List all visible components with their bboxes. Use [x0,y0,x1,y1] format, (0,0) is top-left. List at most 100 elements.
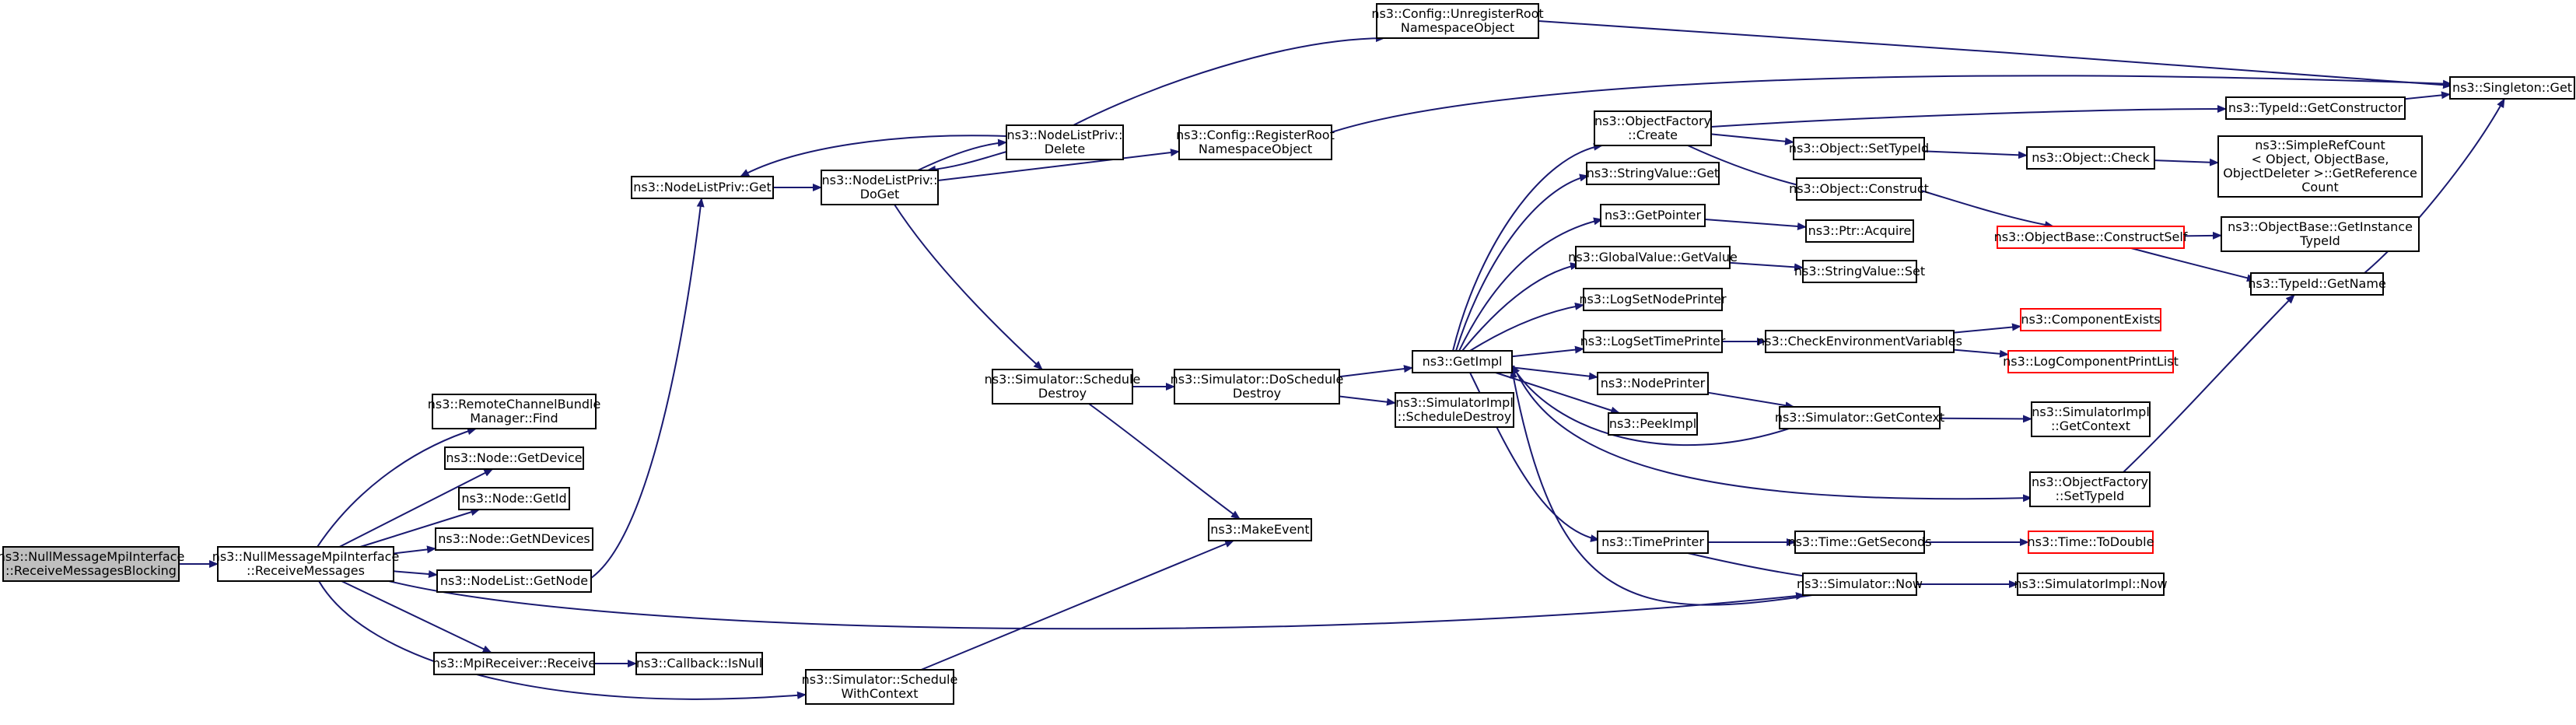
node-box [1779,406,1941,429]
graph-node[interactable]: ns3::TimePrinter [1597,531,1709,554]
edge-n29-n39 [1923,150,2028,159]
edge-n43-n38 [2364,98,2505,274]
node-box [2,546,180,582]
edge-n41-n43 [2130,247,2256,282]
node-box [1805,219,1914,243]
node-label: ns3::ObjectFactory [1594,114,1711,128]
graph-node[interactable]: ns3::Node::GetDevice [444,447,584,470]
node-label: NamespaceObject [1199,142,1312,156]
graph-node[interactable]: ns3::NullMessageMpiInterface::ReceiveMes… [0,546,184,582]
node-box [805,669,954,705]
node-label: ns3::TypeId::GetConstructor [2228,100,2403,115]
graph-node[interactable]: ns3::Callback::IsNull [635,652,763,675]
graph-node[interactable]: ns3::NodePrinter [1597,372,1709,395]
node-label: ns3::GetImpl [1423,354,1503,369]
graph-node[interactable]: ns3::TypeId::GetName [2248,272,2386,296]
graph-node[interactable]: ns3::NodeListPriv::Get [631,176,774,199]
graph-node[interactable]: ns3::GetPointer [1600,204,1706,227]
graph-node[interactable]: ns3::NodeListPriv::DoGet [821,170,939,205]
edge-n22-n31 [1704,219,1807,230]
node-box [435,527,593,551]
graph-node[interactable]: ns3::MpiReceiver::Receive [432,652,596,675]
graph-node[interactable]: ns3::Time::GetSeconds [1787,531,1932,554]
graph-node[interactable]: ns3::Ptr::Acquire [1805,219,1914,243]
node-label: ns3::Object::Construct [1789,181,1929,196]
edge-n16-n19 [1339,395,1396,406]
graph-node[interactable]: ns3::MakeEvent [1208,518,1312,541]
node-box [2449,76,2575,100]
graph-node[interactable]: ns3::GlobalValue::GetValue [1568,246,1738,269]
graph-node[interactable]: ns3::ObjectBase::ConstructSelf [1994,226,2188,249]
node-label: ns3::LogSetNodePrinter [1579,292,1727,306]
node-box [2217,135,2423,198]
graph-node[interactable]: ns3::NullMessageMpiInterface::ReceiveMes… [212,546,400,582]
graph-node[interactable]: ns3::LogSetNodePrinter [1579,288,1727,311]
node-box [1793,137,1925,160]
graph-node[interactable]: ns3::PeekImpl [1608,412,1698,436]
edge-n34-n18 [1511,365,1790,447]
graph-node[interactable]: ns3::StringValue::Set [1794,260,1925,283]
node-label: ns3::NodeListPriv:: [822,173,938,187]
graph-node[interactable]: ns3::ObjectFactory::Create [1594,110,1712,146]
graph-node[interactable]: ns3::NodeList::GetNode [436,569,592,593]
edge-n39-n40 [2154,158,2219,166]
graph-node[interactable]: ns3::GetImpl [1412,350,1513,373]
edge-n1-n4 [359,508,481,548]
graph-node[interactable]: ns3::Simulator::GetContext [1775,406,1944,429]
node-label: ns3::Simulator::Now [1797,576,1923,591]
node-label: ns3::MpiReceiver::Receive [432,656,596,671]
graph-node[interactable]: ns3::Object::Construct [1789,177,1929,201]
graph-node[interactable]: ns3::Simulator::ScheduleDestroy [985,369,1141,405]
edge-n33-n45 [1953,348,2009,358]
node-label: ObjectDeleter >::GetReference [2223,166,2417,180]
node-box [1597,372,1709,395]
graph-node[interactable]: ns3::Node::GetNDevices [435,527,593,551]
node-box [1586,162,1720,185]
graph-node[interactable]: ns3::StringValue::Get [1586,162,1720,185]
graph-node[interactable]: ns3::ComponentExists [2020,308,2161,331]
node-label: ::ScheduleDestroy [1398,409,1512,424]
graph-node[interactable]: ns3::LogSetTimePrinter [1580,330,1726,353]
node-label: ::Create [1628,128,1678,142]
graph-node[interactable]: ns3::ObjectFactory::SetTypeId [2029,471,2151,507]
node-label: ns3::ObjectFactory [2032,475,2148,489]
node-box [1575,246,1731,269]
node-label: Destroy [1038,386,1087,401]
graph-node[interactable]: ns3::Singleton::Get [2449,76,2575,100]
node-box [2028,531,2154,554]
graph-node[interactable]: ns3::SimulatorImpl::GetContext [2031,401,2151,437]
graph-node[interactable]: ns3::LogComponentPrintList [2003,350,2179,373]
node-box [635,652,763,675]
node-label: ns3::SimulatorImpl [1395,395,1514,410]
graph-node[interactable]: ns3::CheckEnvironmentVariables [1757,330,1962,353]
edge-n18-n23 [1461,262,1580,352]
edge-n1-n36 [388,580,1805,630]
node-box [1174,369,1340,405]
graph-node[interactable]: ns3::SimulatorImpl::ScheduleDestroy [1395,392,1514,428]
graph-node[interactable]: ns3::Node::GetId [458,487,570,510]
node-box [2221,216,2420,252]
graph-node[interactable]: ns3::NodeListPriv::Delete [1006,124,1124,160]
graph-node[interactable]: ns3::Config::UnregisterRootNamespaceObje… [1371,3,1544,39]
edge-n30-n41 [1920,190,2054,229]
graph-node[interactable]: ns3::TypeId::GetConstructor [2225,96,2406,120]
graph-node[interactable]: ns3::Object::SetTypeId [1789,137,1929,160]
node-box [821,170,939,205]
edge-n12-n11 [926,151,1007,173]
node-label: ns3::Simulator::GetContext [1775,410,1944,425]
node-label: ns3::NodeList::GetNode [440,573,588,588]
node-box [992,369,1133,405]
edge-n20-n30 [1687,145,1805,189]
graph-node[interactable]: ns3::Object::Check [2026,146,2155,170]
node-label: ns3::StringValue::Get [1587,166,1719,180]
graph-node[interactable]: ns3::SimpleRefCount< Object, ObjectBase,… [2217,135,2423,198]
graph-node[interactable]: ns3::Time::ToDouble [2028,531,2154,554]
graph-node[interactable]: ns3::SimulatorImpl::Now [2014,573,2168,596]
node-label: ::ReceiveMessagesBlocking [5,563,177,578]
graph-node[interactable]: ns3::Simulator::Now [1797,573,1923,596]
